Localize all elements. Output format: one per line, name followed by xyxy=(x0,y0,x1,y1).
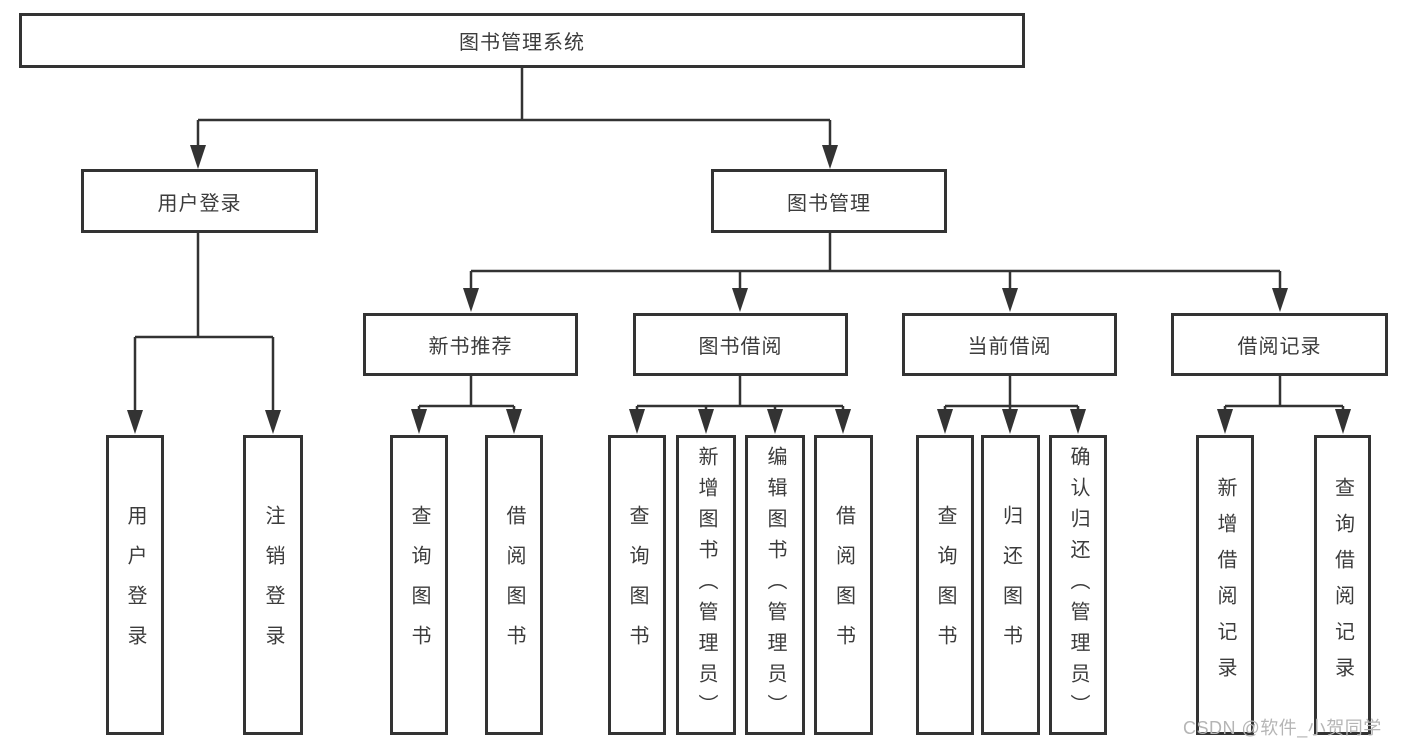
leaf-return-books: 归还图书 xyxy=(981,435,1040,735)
leaf-query-books-borrow: 查询图书 xyxy=(608,435,666,735)
node-book-management: 图书管理 xyxy=(711,169,947,233)
edge-root-to-level2 xyxy=(196,68,832,147)
leaf-user-login: 用户登录 xyxy=(106,435,164,735)
node-current-borrowing: 当前借阅 xyxy=(902,313,1117,376)
leaf-user-login-label: 用户登录 xyxy=(124,505,146,665)
node-new-book-recommend: 新书推荐 xyxy=(363,313,578,376)
leaf-add-borrow-record: 新增借阅记录 xyxy=(1196,435,1254,735)
leaf-edit-books-admin: 编辑图书（管理员） xyxy=(745,435,805,735)
node-new-book-recommend-label: 新书推荐 xyxy=(428,336,513,358)
leaf-logout-label: 注销登录 xyxy=(262,505,284,665)
leaf-borrow-books-borrow: 借阅图书 xyxy=(814,435,873,735)
edge-new-book-recommend-to-leaves xyxy=(417,376,516,412)
edge-current-borrowing-to-leaves xyxy=(943,376,1080,412)
edge-borrowing-records-to-leaves xyxy=(1223,376,1345,412)
leaf-confirm-return-admin-label: 确认归还（管理员） xyxy=(1067,445,1089,725)
arrowheads xyxy=(127,145,1351,434)
node-current-borrowing-label: 当前借阅 xyxy=(967,336,1052,358)
node-user-login: 用户登录 xyxy=(81,169,318,233)
leaf-query-books-recommend-label: 查询图书 xyxy=(408,505,430,665)
leaf-query-books-borrow-label: 查询图书 xyxy=(626,505,648,665)
edge-book-management-to-level3 xyxy=(469,233,1282,290)
leaf-edit-books-admin-label: 编辑图书（管理员） xyxy=(764,445,786,725)
node-user-login-label: 用户登录 xyxy=(157,192,242,215)
leaf-query-books-current: 查询图书 xyxy=(916,435,974,735)
leaf-query-books-current-label: 查询图书 xyxy=(934,505,956,665)
leaf-return-books-label: 归还图书 xyxy=(999,505,1022,665)
leaf-confirm-return-admin: 确认归还（管理员） xyxy=(1049,435,1107,735)
leaf-add-borrow-record-label: 新增借阅记录 xyxy=(1214,477,1236,693)
leaf-add-books-admin: 新增图书（管理员） xyxy=(676,435,736,735)
leaf-logout: 注销登录 xyxy=(243,435,303,735)
node-root-label: 图书管理系统 xyxy=(459,32,585,54)
leaf-borrow-books-borrow-label: 借阅图书 xyxy=(832,505,855,665)
leaf-query-borrow-record: 查询借阅记录 xyxy=(1314,435,1371,735)
node-book-borrowing-label: 图书借阅 xyxy=(698,336,783,358)
node-borrowing-records-label: 借阅记录 xyxy=(1237,336,1322,358)
edge-user-login-to-leaves xyxy=(133,233,275,412)
leaf-add-books-admin-label: 新增图书（管理员） xyxy=(695,445,717,725)
leaf-borrow-books-recommend: 借阅图书 xyxy=(485,435,543,735)
node-root-system: 图书管理系统 xyxy=(19,13,1025,68)
leaf-query-books-recommend: 查询图书 xyxy=(390,435,448,735)
leaf-query-borrow-record-label: 查询借阅记录 xyxy=(1331,477,1354,693)
node-borrowing-records: 借阅记录 xyxy=(1171,313,1388,376)
edge-book-borrowing-to-leaves xyxy=(635,376,845,412)
csdn-watermark: CSDN @软件_小贺同学 xyxy=(1183,718,1382,738)
node-book-management-label: 图书管理 xyxy=(787,192,871,215)
leaf-borrow-books-recommend-label: 借阅图书 xyxy=(503,505,525,665)
node-book-borrowing: 图书借阅 xyxy=(633,313,848,376)
